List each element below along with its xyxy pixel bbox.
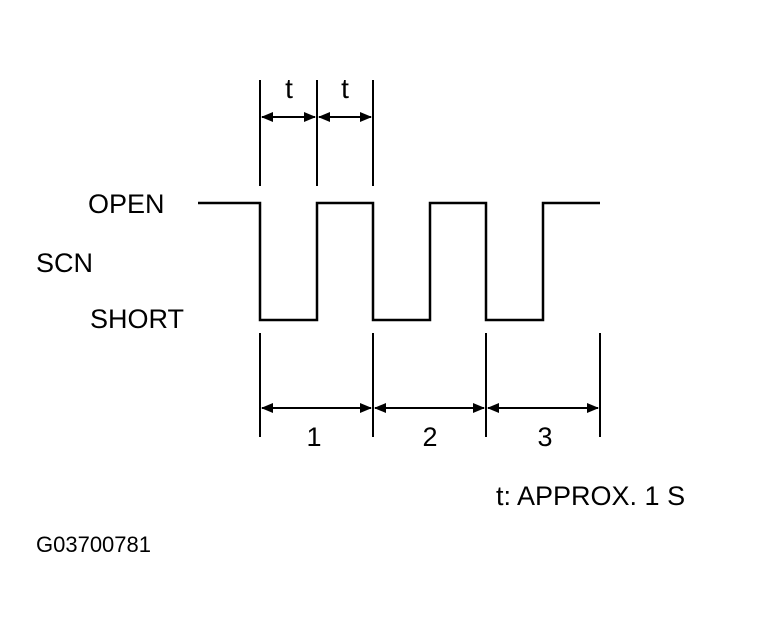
cycle-markers	[259, 333, 601, 437]
short-level-label: SHORT	[90, 304, 184, 334]
open-level-label: OPEN	[88, 189, 165, 219]
cycle-number-2: 2	[422, 422, 437, 452]
signal-name-label: SCN	[36, 248, 93, 278]
t-label-1: t	[285, 73, 293, 104]
scn-waveform	[198, 201, 600, 322]
figure-code: G03700781	[36, 532, 151, 557]
cycle-number-3: 3	[537, 422, 552, 452]
period-note: t: APPROX. 1 S	[496, 481, 685, 511]
t-label-2: t	[341, 73, 349, 104]
t-interval-markers	[259, 80, 374, 186]
cycle-number-1: 1	[306, 422, 321, 452]
